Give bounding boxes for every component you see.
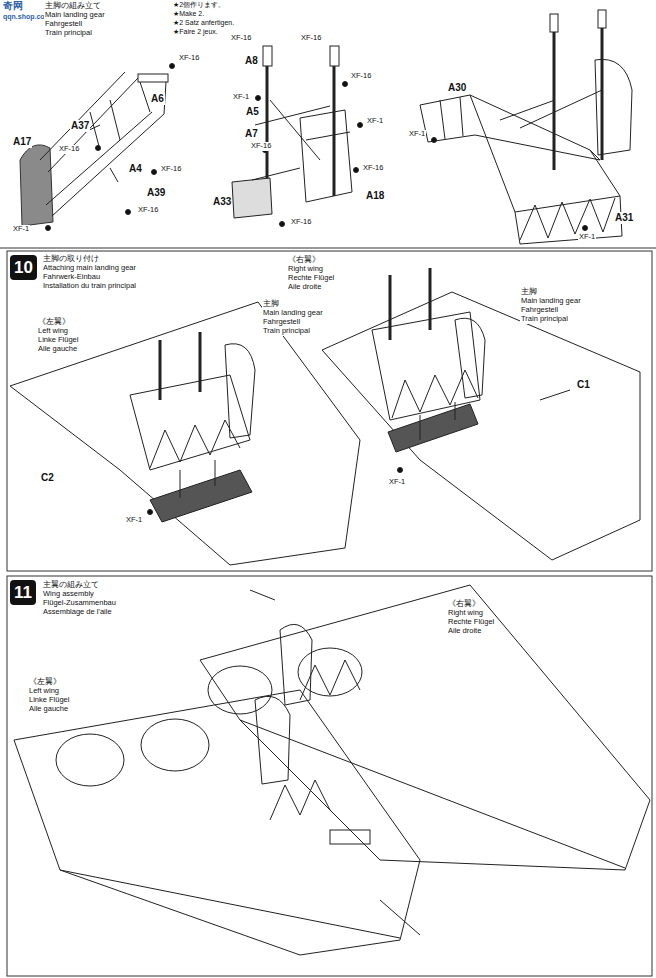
part-number: A7 [244,128,259,140]
step-heading: Flügel-Zusammenbau [42,599,117,608]
paint-code: XF-16 [362,164,384,173]
step-number: 10 [10,255,37,280]
part-number: A31 [614,212,634,224]
assembly-note: ★2個作ります。 [172,1,226,9]
step-heading: 主脚 [520,288,538,297]
paint-code: XF-1 [388,478,406,487]
step-heading: 《左翼》 [28,678,62,687]
part-number: A37 [70,120,90,132]
part-number: A33 [212,196,232,208]
part-number: A4 [128,163,143,175]
paint-code: XF-1 [12,225,30,234]
step-heading: 主脚の取り付け [42,255,100,264]
step-heading: Aile droite [447,627,482,636]
step-heading: Right wing [447,609,484,618]
step-heading: Main landing gear [520,297,582,306]
step-heading: Rechte Flügel [287,274,335,283]
step-heading: 主脚 [262,300,280,309]
part-number: A8 [244,55,259,67]
step-heading: 《右翼》 [287,256,321,265]
step-number-text: 10 [14,259,33,276]
part-number: A30 [447,82,467,94]
step-heading: 主脚の組み立て [44,2,102,11]
step-heading: Train principal [44,29,93,38]
paint-code: XF-16 [230,34,252,43]
step-heading: Attaching main landing gear [42,264,137,273]
step-heading: Assemblage de l'aile [42,608,113,617]
assembly-note: ★Make 2. [172,10,205,18]
step-heading: 《右翼》 [447,600,481,609]
step-heading: Aile gauche [37,345,78,354]
part-number: A39 [146,187,166,199]
step-number-text: 11 [14,584,32,601]
step-number: 11 [10,580,36,605]
paint-code: XF-1 [578,233,596,242]
paint-code: XF-16 [300,34,322,43]
step-heading: Fahrgestell [520,306,559,315]
part-number: A5 [245,106,260,118]
step-heading: 《左翼》 [37,318,71,327]
step-heading: Main landing gear [262,309,324,318]
paint-code: XF-16 [178,54,200,63]
paint-code: XF-1 [232,93,250,102]
step-heading: Fahrgestell [262,318,301,327]
step-heading: 主翼の組み立て [42,581,100,590]
paint-code: XF-16 [250,142,272,151]
part-number: A17 [12,136,32,148]
paint-code: XF-1 [408,130,426,139]
step-heading: Wing assembly [42,590,95,599]
step-heading: Main landing gear [44,11,106,20]
paint-code: XF-16 [160,165,182,174]
part-number: C1 [576,379,591,391]
step-heading: Fahrgestell [44,20,83,29]
paint-code: XF-16 [290,218,312,227]
step-heading: Right wing [287,265,324,274]
part-number: A6 [150,93,165,105]
paint-code: XF-16 [137,206,159,215]
step-heading: Left wing [28,687,60,696]
step-heading: Linke Flügel [28,696,70,705]
watermark: 奇网 [2,0,24,12]
step-heading: Linke Flügel [37,336,79,345]
assembly-note: ★2 Satz anfertigen. [172,19,235,27]
step-heading: Train principal [262,327,311,336]
step-heading: Train principal [520,315,569,324]
step-heading: Rechte Flügel [447,618,495,627]
step-heading: Left wing [37,327,69,336]
paint-code: XF-16 [350,72,372,81]
assembly-note: ★Faire 2 jeux. [172,28,219,36]
part-number: A18 [365,190,385,202]
paint-code: XF-1 [125,516,143,525]
step-heading: Installation du train principal [42,282,137,291]
part-number: C2 [40,472,55,484]
step-heading: Aile gauche [28,705,69,714]
paint-code: XF-16 [58,145,80,154]
step-heading: Aile droite [287,283,322,292]
paint-code: XF-1 [366,117,384,126]
step-heading: Fahrwerk-Einbau [42,273,101,282]
